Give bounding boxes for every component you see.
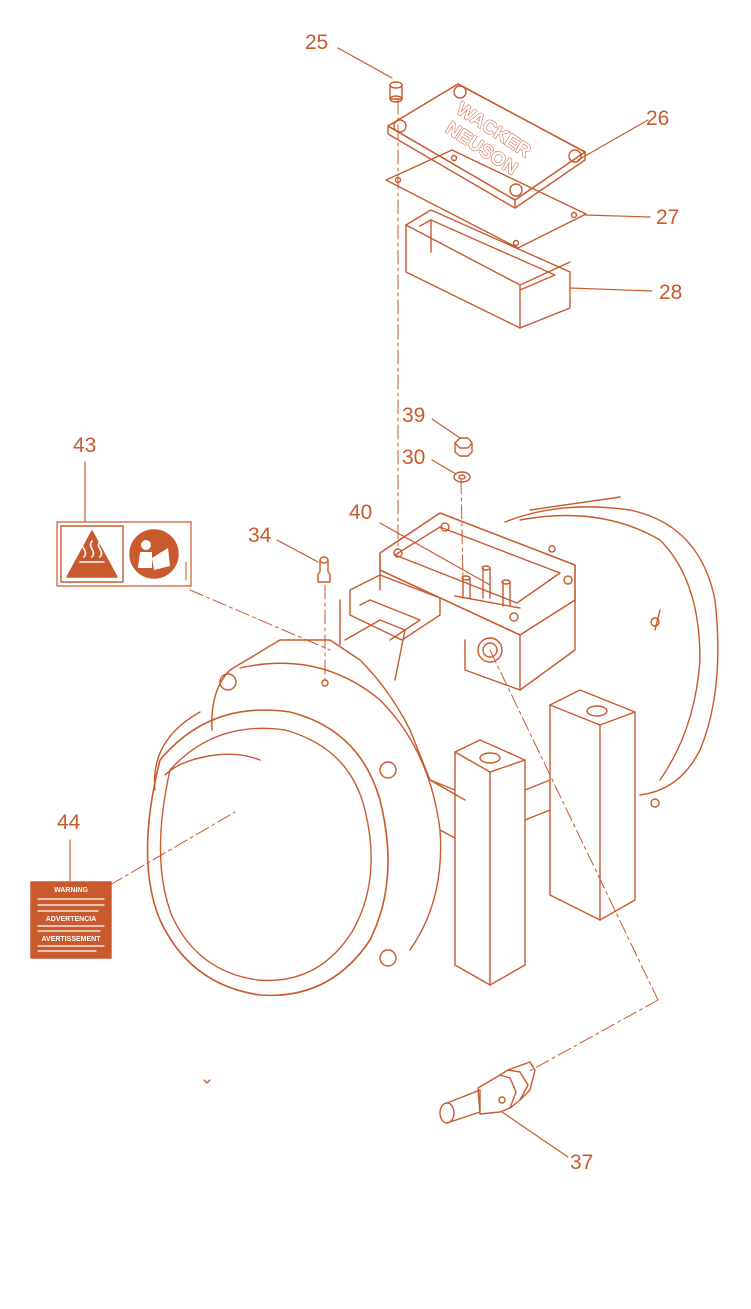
callout-40: 40 <box>349 501 373 524</box>
callout-44: 44 <box>57 811 81 834</box>
callout-28: 28 <box>659 281 683 304</box>
callout-37: 37 <box>570 1151 594 1174</box>
washer-part-30 <box>453 471 471 483</box>
heat-waves-icon <box>81 540 103 558</box>
grease-fitting-part-34 <box>317 556 331 583</box>
stray-mark <box>203 1079 211 1084</box>
callout-27: 27 <box>656 206 680 229</box>
vibrator-body <box>146 496 719 997</box>
callout-26: 26 <box>646 107 670 130</box>
screw-part-25 <box>389 81 403 103</box>
warning-text-label-44: WARNING ADVERTENCIA AVERTISSEMENT <box>30 881 112 959</box>
label-44-section-2: ADVERTENCIA <box>46 916 97 923</box>
label-44-title: WARNING <box>54 887 88 894</box>
hot-surface-label-43 <box>56 521 192 587</box>
warning-triangle-icon <box>66 530 118 578</box>
leader-lines <box>69 47 653 1158</box>
nut-part-39 <box>454 437 473 457</box>
callout-43: 43 <box>73 434 97 457</box>
callout-30: 30 <box>402 446 426 469</box>
label-44-section-3: AVERTISSEMENT <box>42 936 102 943</box>
gasket-part-27 <box>385 149 587 249</box>
read-manual-icon <box>129 529 179 579</box>
callout-34: 34 <box>248 524 272 547</box>
cover-part-26: WACKER NEUSON <box>387 83 586 209</box>
frame-part-28 <box>405 209 571 329</box>
callout-25: 25 <box>305 31 329 54</box>
cable-gland-part-37 <box>439 1061 536 1124</box>
callout-39: 39 <box>402 404 426 427</box>
